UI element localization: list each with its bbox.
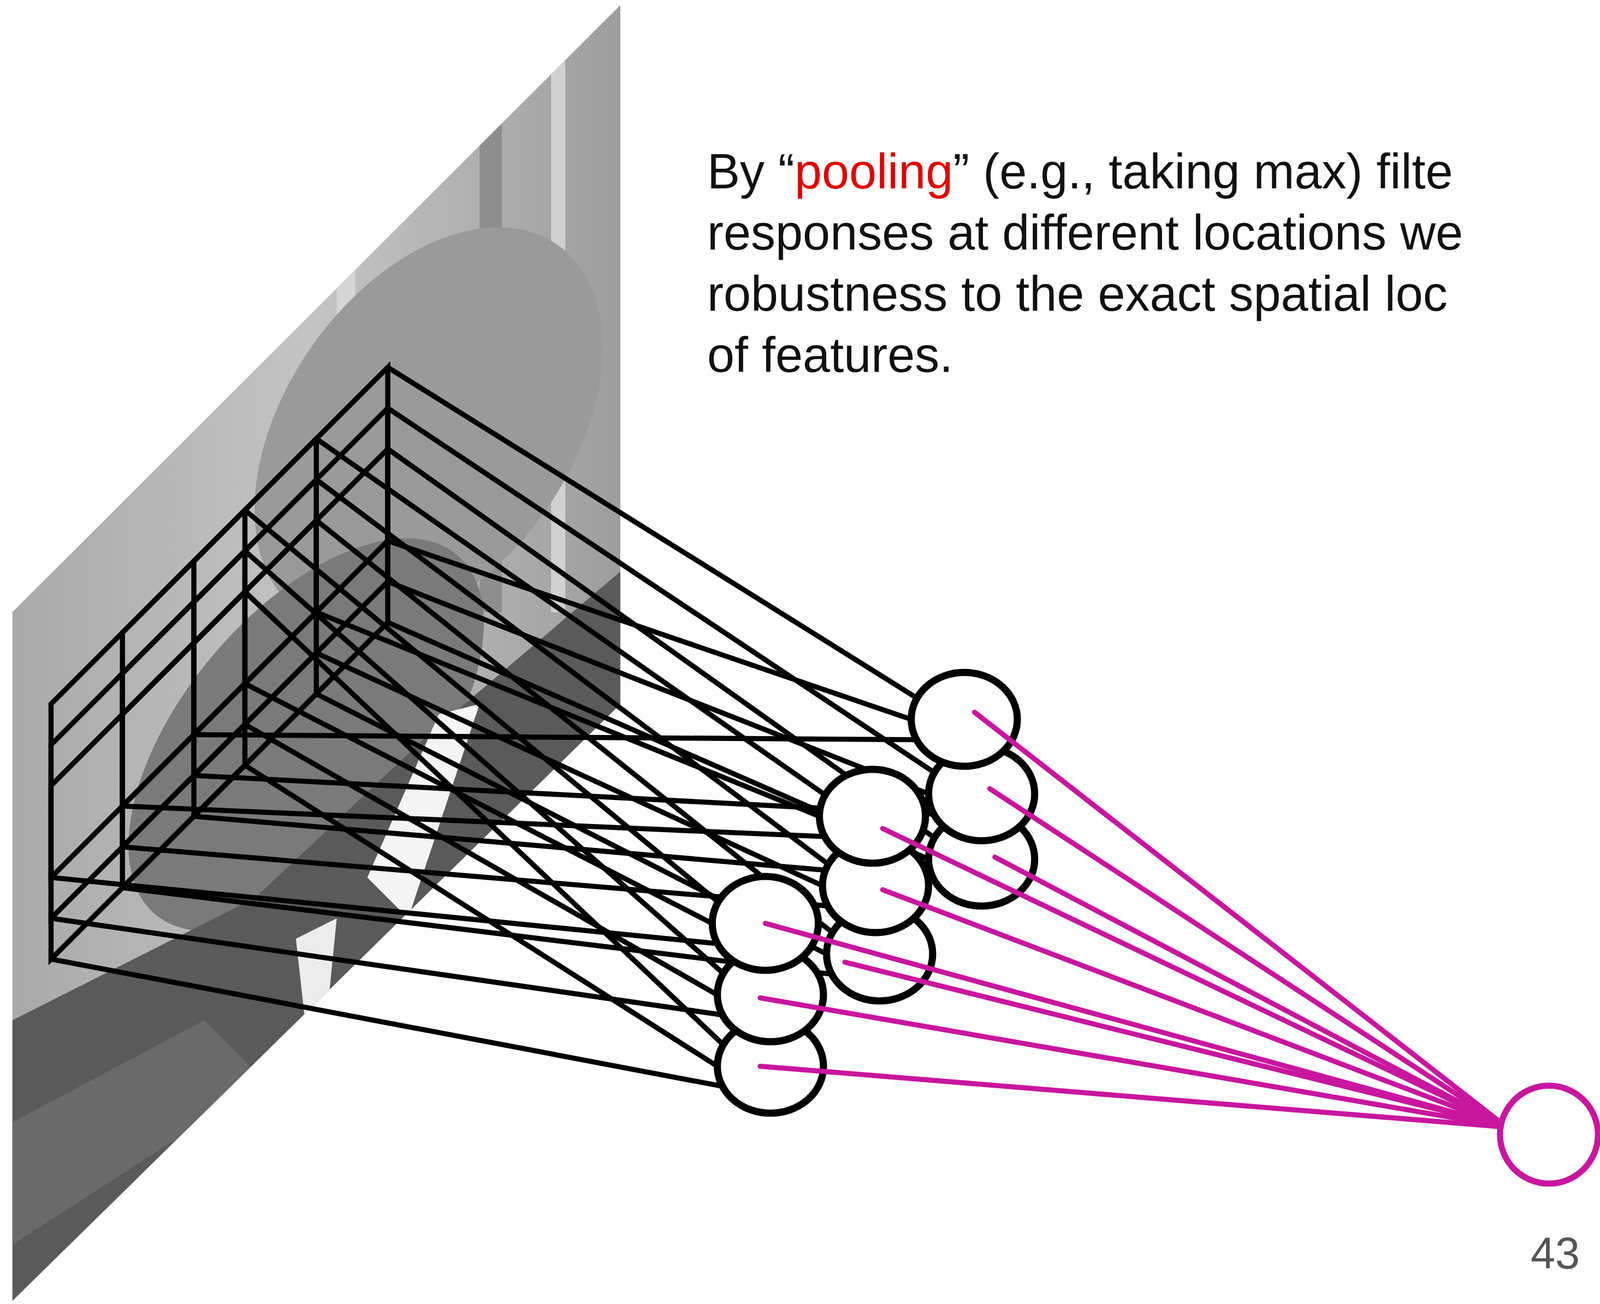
filter-line (244, 510, 720, 903)
filter-units (712, 672, 1035, 1113)
highlight-term: pooling (794, 144, 953, 199)
pooling-unit (1500, 1085, 1598, 1184)
suit-shadow (12, 1020, 265, 1246)
filter-line (193, 734, 919, 740)
pooling-line (760, 1066, 1498, 1127)
filter-line (244, 765, 717, 1066)
pooling-line (760, 997, 1498, 1126)
caption-text: of features. (707, 327, 953, 383)
caption-text: responses at different locations we (707, 205, 1463, 260)
filter-line (387, 581, 929, 794)
filter-line (244, 591, 725, 1047)
caption-line: robustness to the exact spatial loc (707, 263, 1448, 325)
filter-line (387, 540, 912, 720)
pooling-line (882, 889, 1498, 1124)
pooling-line (882, 828, 1498, 1123)
caption-line: of features. (707, 324, 953, 386)
caption-text: ” (e.g., taking max) filte (952, 144, 1453, 199)
filter-line (50, 918, 725, 1016)
pooling-lines (760, 712, 1498, 1127)
filter-line (387, 407, 936, 774)
caption-line: By “pooling” (e.g., taking max) filte (707, 140, 1454, 203)
pooling-line (990, 788, 1499, 1122)
filter-lines (50, 367, 936, 1087)
filter-line (50, 958, 725, 1087)
unit-circle (819, 769, 926, 864)
page-number: 43 (1530, 1228, 1580, 1278)
unit-circle (911, 672, 1018, 767)
caption-line: responses at different locations we (707, 202, 1463, 264)
filter-line (387, 367, 919, 699)
caption-text: By “ (707, 144, 795, 199)
caption-text: robustness to the exact spatial loc (707, 266, 1448, 322)
filter-line (316, 479, 830, 865)
filter-line (316, 438, 827, 796)
